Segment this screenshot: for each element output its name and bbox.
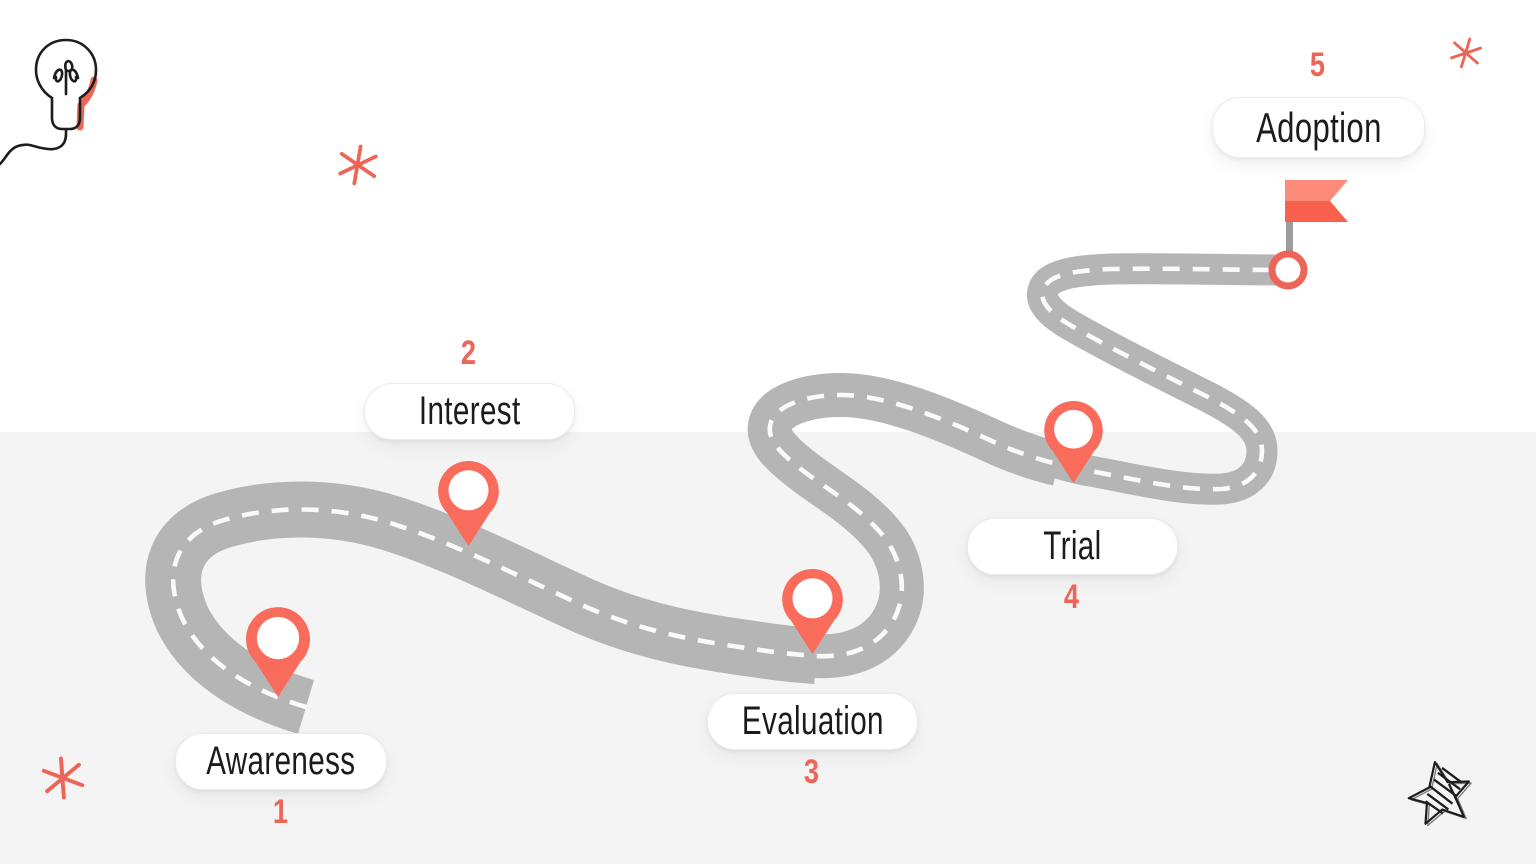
stage-number: 4 bbox=[1063, 578, 1080, 616]
stage-label-pill: Adoption bbox=[1212, 97, 1425, 158]
stage-label: Interest bbox=[418, 389, 521, 433]
asterisk-icon bbox=[40, 754, 86, 802]
stage-number: 1 bbox=[272, 793, 288, 831]
scribble-star-icon bbox=[1407, 760, 1472, 826]
asterisk-icon bbox=[1447, 34, 1485, 72]
stage-number: 2 bbox=[460, 334, 477, 372]
stage-label-pill: Evaluation bbox=[707, 693, 918, 750]
finish-circle-icon bbox=[1268, 250, 1308, 290]
lightbulb-doodle-icon bbox=[0, 38, 98, 166]
flag-pole bbox=[1286, 219, 1293, 257]
stage-number: 3 bbox=[803, 753, 820, 791]
road bbox=[145, 253, 1290, 734]
stage-label-pill: Interest bbox=[364, 383, 575, 440]
road-centerline bbox=[171, 266, 1290, 710]
stage-label-pill: Trial bbox=[967, 518, 1178, 575]
road-segment-narrow bbox=[984, 253, 1290, 505]
stage-label: Adoption bbox=[1255, 103, 1382, 151]
stage-label: Trial bbox=[1043, 524, 1102, 568]
asterisk-icon bbox=[336, 142, 380, 188]
finish-flag-icon bbox=[1285, 180, 1348, 222]
stage-label-pill: Awareness bbox=[175, 733, 387, 790]
stage-label: Evaluation bbox=[741, 699, 884, 743]
stage-label: Awareness bbox=[206, 739, 356, 783]
stage-number: 5 bbox=[1309, 46, 1326, 84]
